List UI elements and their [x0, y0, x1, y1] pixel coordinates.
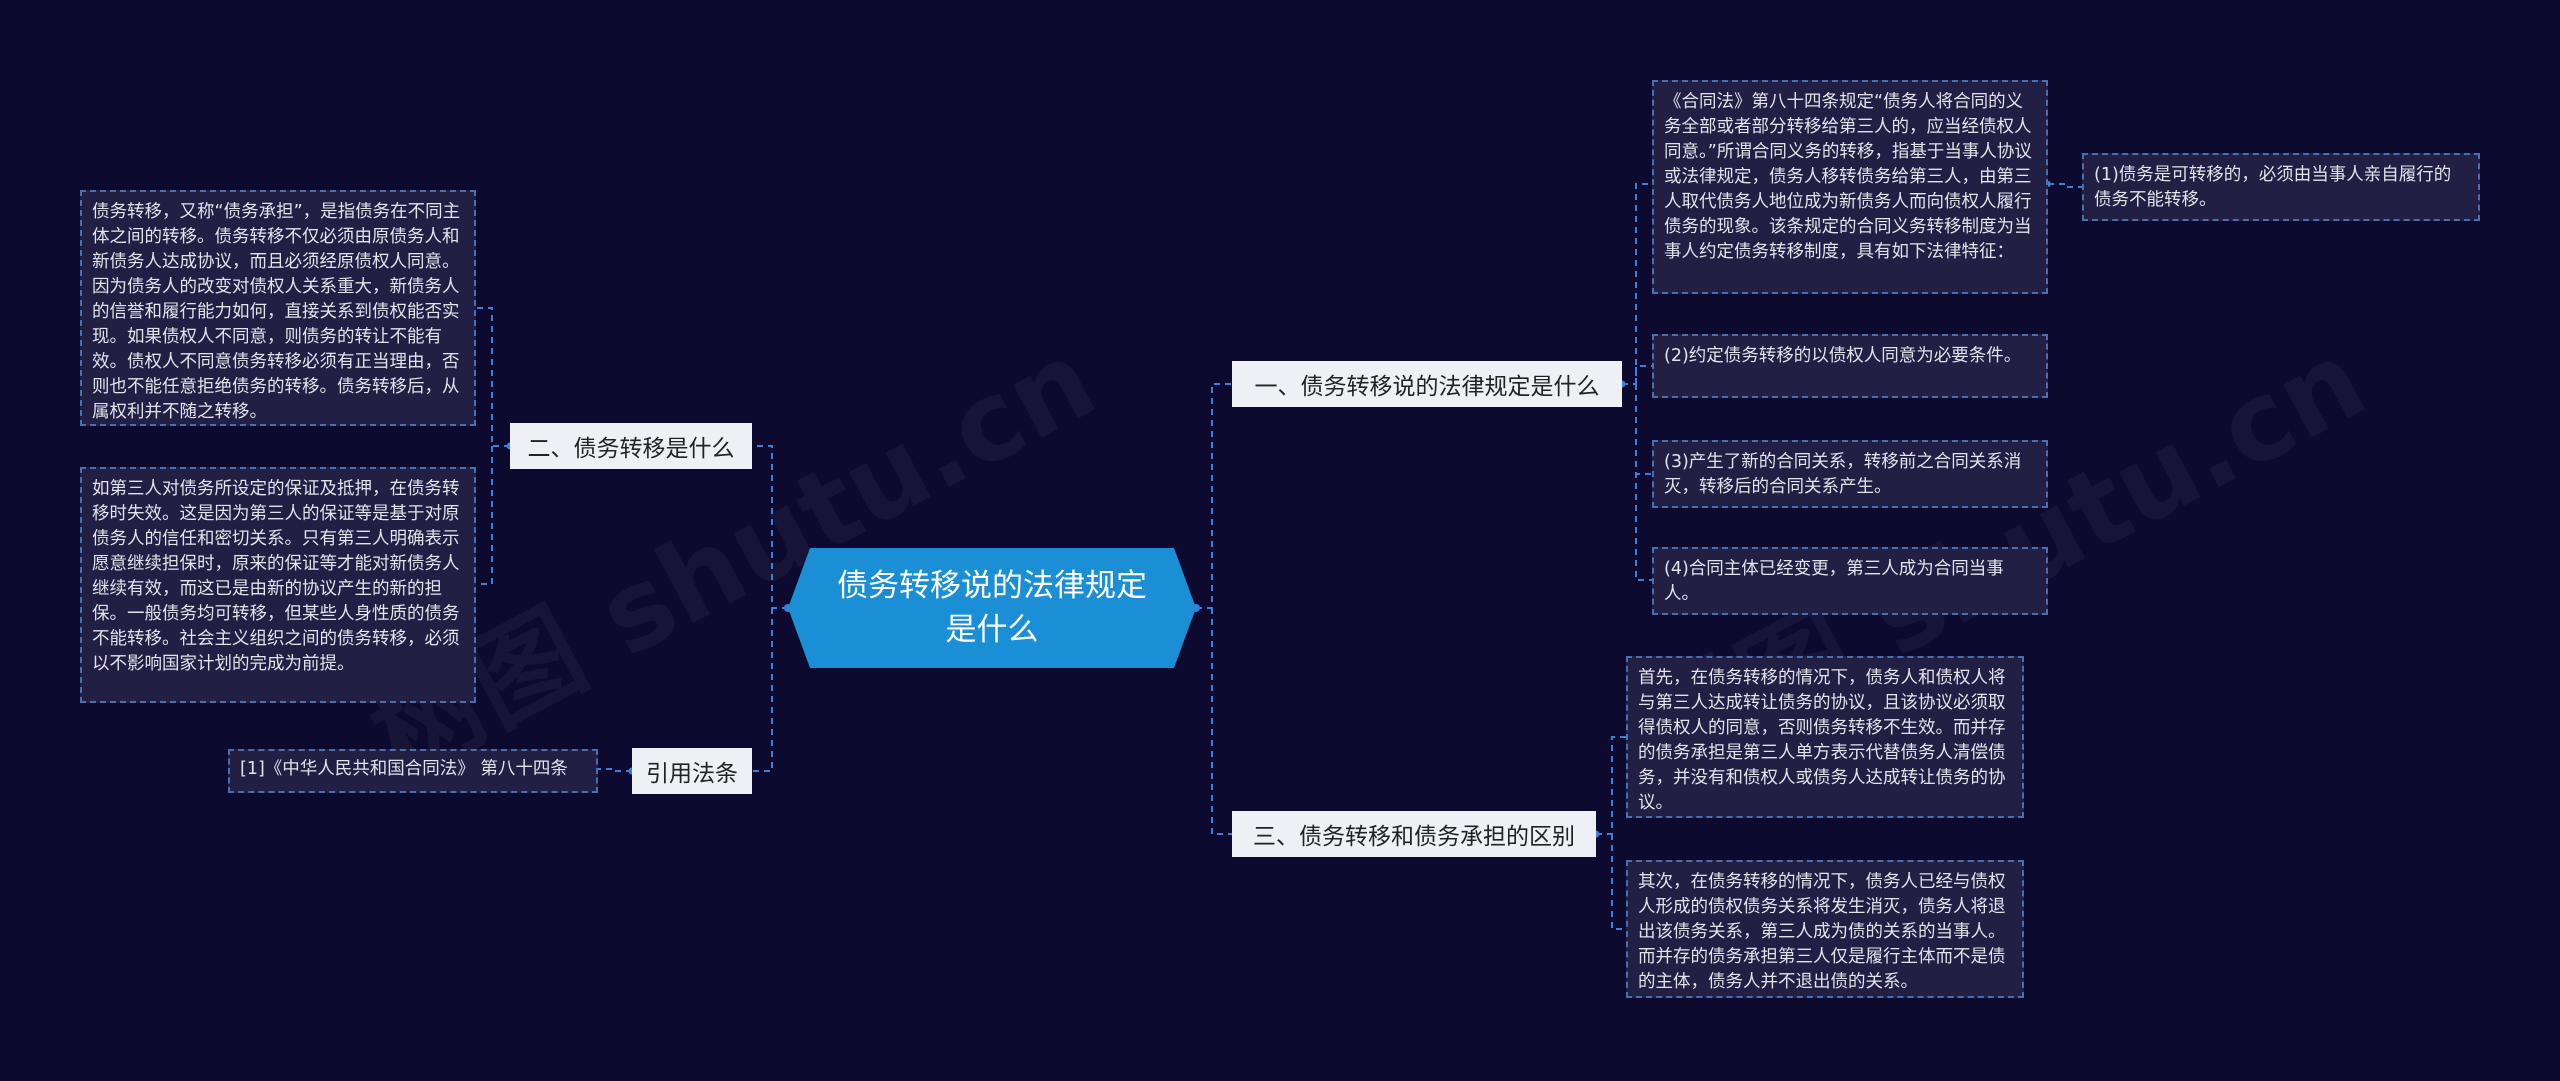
branch-what-is-debt-transfer[interactable]: 二、债务转移是什么: [510, 423, 752, 469]
branch-label: 二、债务转移是什么: [527, 436, 735, 462]
branch-legal-provisions[interactable]: 一、债务转移说的法律规定是什么: [1232, 361, 1622, 407]
leaf-text: (2)约定债务转移的以债权人同意为必要条件。: [1664, 346, 2022, 366]
leaf-feature-3-new-relationship[interactable]: (3)产生了新的合同关系，转移前之合同关系消灭，转移后的合同关系产生。: [1652, 440, 2048, 508]
leaf-contract-law-article-84[interactable]: 《合同法》第八十四条规定“债务人将合同的义务全部或者部分转移给第三人的，应当经债…: [1652, 80, 2048, 294]
leaf-difference-first[interactable]: 首先，在债务转移的情况下，债务人和债权人将与第三人达成转让债务的协议，且该协议必…: [1626, 656, 2024, 818]
leaf-text: 首先，在债务转移的情况下，债务人和债权人将与第三人达成转让债务的协议，且该协议必…: [1638, 668, 2006, 813]
leaf-text: 债务转移，又称“债务承担”，是指债务在不同主体之间的转移。债务转移不仅必须由原债…: [92, 202, 461, 422]
branch-cited-law[interactable]: 引用法条: [632, 748, 752, 794]
leaf-text: (1)债务是可转移的，必须由当事人亲自履行的债务不能转移。: [2094, 165, 2452, 210]
leaf-text: [1]《中华人民共和国合同法》 第八十四条: [240, 759, 568, 779]
root-topic-label: 债务转移说的法律规定是什么: [837, 568, 1147, 648]
branch-label: 引用法条: [646, 761, 738, 787]
leaf-text: 《合同法》第八十四条规定“债务人将合同的义务全部或者部分转移给第三人的，应当经债…: [1664, 92, 2032, 262]
leaf-feature-2-creditor-consent[interactable]: (2)约定债务转移的以债权人同意为必要条件。: [1652, 334, 2048, 398]
root-topic[interactable]: 债务转移说的法律规定是什么: [788, 548, 1196, 668]
leaf-feature-4-party-change[interactable]: (4)合同主体已经变更，第三人成为合同当事人。: [1652, 547, 2048, 615]
leaf-feature-1-transferable[interactable]: (1)债务是可转移的，必须由当事人亲自履行的债务不能转移。: [2082, 153, 2480, 221]
branch-label: 三、债务转移和债务承担的区别: [1253, 824, 1575, 850]
leaf-definition[interactable]: 债务转移，又称“债务承担”，是指债务在不同主体之间的转移。债务转移不仅必须由原债…: [80, 190, 476, 426]
branch-label: 一、债务转移说的法律规定是什么: [1254, 374, 1600, 400]
leaf-citation[interactable]: [1]《中华人民共和国合同法》 第八十四条: [228, 749, 598, 793]
leaf-difference-second[interactable]: 其次，在债务转移的情况下，债务人已经与债权人形成的债权债务关系将发生消灭，债务人…: [1626, 860, 2024, 998]
leaf-text: 如第三人对债务所设定的保证及抵押，在债务转移时失效。这是因为第三人的保证等是基于…: [92, 479, 460, 674]
leaf-text: 其次，在债务转移的情况下，债务人已经与债权人形成的债权债务关系将发生消灭，债务人…: [1638, 872, 2006, 992]
leaf-guarantee-effect[interactable]: 如第三人对债务所设定的保证及抵押，在债务转移时失效。这是因为第三人的保证等是基于…: [80, 467, 476, 703]
branch-difference[interactable]: 三、债务转移和债务承担的区别: [1232, 811, 1596, 857]
leaf-text: (4)合同主体已经变更，第三人成为合同当事人。: [1664, 559, 2004, 604]
leaf-text: (3)产生了新的合同关系，转移前之合同关系消灭，转移后的合同关系产生。: [1664, 452, 2022, 497]
